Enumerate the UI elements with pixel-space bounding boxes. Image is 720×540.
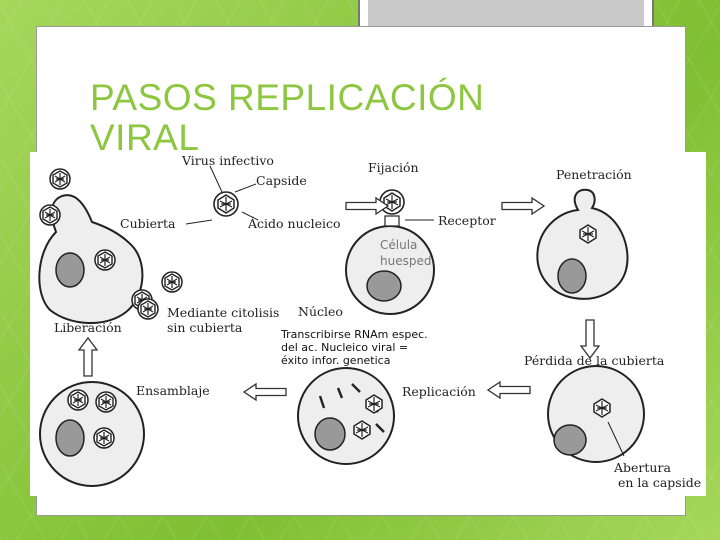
label-transcribirse: Transcribirse RNAm espec. del ac. Nuclei… <box>281 328 428 367</box>
label-ensamblaje: Ensamblaje <box>136 383 210 398</box>
label-cubierta: Cubierta <box>120 216 176 231</box>
attachment-cell <box>345 189 435 315</box>
penetration-cell <box>536 188 629 300</box>
label-replicacion: Replicación <box>402 384 476 399</box>
viral-replication-diagram: Virus infectivo Capside Cubierta Ácido n… <box>30 152 706 496</box>
label-virus-infectivo: Virus infectivo <box>182 153 274 168</box>
label-citolisis: Mediante citolisis sin cubierta <box>167 305 279 335</box>
label-abertura-line-1: Abertura <box>614 460 671 475</box>
label-transcribirse-line-1: Transcribirse RNAm espec. <box>281 328 428 341</box>
label-abertura: Abertura en la capside <box>614 460 701 490</box>
label-abertura-line-2: en la capside <box>618 475 702 490</box>
label-perdida-cubierta: Pérdida de la cubierta <box>524 353 665 368</box>
label-receptor: Receptor <box>438 213 496 228</box>
label-nucleo: Núcleo <box>298 304 343 319</box>
label-fijacion: Fijación <box>368 160 419 175</box>
liberation-cell <box>38 168 183 324</box>
slide-title-line-2: VIRAL <box>90 117 200 158</box>
assembly-cell <box>39 381 145 487</box>
label-transcribirse-line-2: del ac. Nucleico viral = <box>281 341 409 354</box>
label-transcribirse-line-3: éxito infor. genetica <box>281 354 391 367</box>
uncoating-cell <box>547 365 645 463</box>
slide-title-line-1: PASOS REPLICACIÓN <box>90 77 485 118</box>
label-liberacion: Liberación <box>54 320 122 335</box>
slide-title: PASOS REPLICACIÓN VIRAL <box>90 78 484 158</box>
label-citolisis-line-2: sin cubierta <box>167 320 243 335</box>
free-virus-illustration <box>185 165 259 225</box>
label-citolisis-line-1: Mediante citolisis <box>167 305 280 320</box>
label-acido-nucleico: Ácido nucleico <box>248 216 341 231</box>
label-celula-line-1: Célula <box>380 238 418 252</box>
label-celula-huesped: Célula huesped <box>380 237 431 269</box>
label-penetracion: Penetración <box>556 167 632 182</box>
replication-cell <box>297 367 395 465</box>
label-capside: Capside <box>256 173 307 188</box>
label-celula-line-2: huesped <box>380 254 432 268</box>
diagram-drawing <box>38 165 645 487</box>
